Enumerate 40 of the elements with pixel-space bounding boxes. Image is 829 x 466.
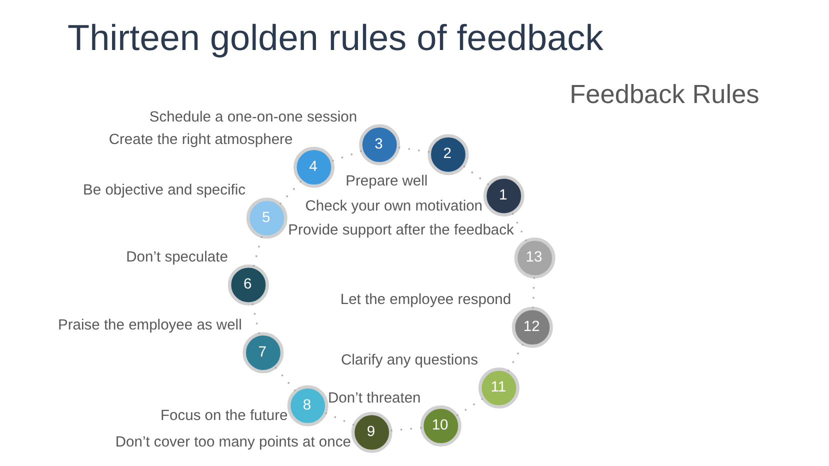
- node-circle: 2: [427, 134, 468, 176]
- connector: [506, 343, 524, 372]
- connector: [251, 303, 260, 334]
- node-circle: 1: [482, 175, 524, 216]
- connector: [324, 412, 354, 426]
- connector: [274, 366, 296, 392]
- node-label: Let the employee respond: [340, 292, 511, 308]
- connector: [511, 212, 527, 242]
- connector: [278, 180, 302, 204]
- node-label: Prepare well: [345, 173, 428, 190]
- node-circle: 5: [246, 198, 287, 239]
- node-circle: 6: [227, 264, 268, 306]
- node-label: Don’t cover too many points at once: [114, 434, 350, 451]
- label: Feedback Rules: [569, 79, 759, 110]
- node-circle: 13: [514, 238, 555, 279]
- diagram-title: Thirteen golden rules of feedback: [67, 17, 603, 58]
- connector: [252, 236, 262, 267]
- node-circle: 11: [478, 368, 519, 409]
- connector: [390, 426, 422, 432]
- node-label: Schedule a one-on-one session: [148, 109, 357, 126]
- node-label: Be objective and specific: [82, 182, 246, 199]
- node-label: Clarify any questions: [340, 352, 478, 369]
- node-circle: 7: [242, 332, 284, 374]
- node-circle: 10: [420, 405, 461, 446]
- node-circle: 3: [358, 124, 400, 166]
- node-label: Provide support after the feedback: [288, 222, 514, 239]
- node-label: Create the right atmosphere: [108, 132, 292, 148]
- connector: [331, 150, 362, 162]
- node-circle: 4: [292, 146, 334, 188]
- node-label: Check your own motivation: [304, 198, 482, 214]
- node-circle: 9: [350, 412, 392, 453]
- connector: [462, 166, 489, 186]
- node-label: Praise the employee as well: [58, 317, 242, 334]
- connector: [456, 398, 483, 416]
- node-label: Focus on the future: [160, 408, 288, 424]
- node-label: Don’t threaten: [328, 390, 420, 406]
- node-circle: 12: [511, 306, 552, 348]
- node-label: Don’t speculate: [126, 249, 228, 266]
- node-circle: 8: [286, 385, 328, 426]
- connector: [398, 146, 430, 153]
